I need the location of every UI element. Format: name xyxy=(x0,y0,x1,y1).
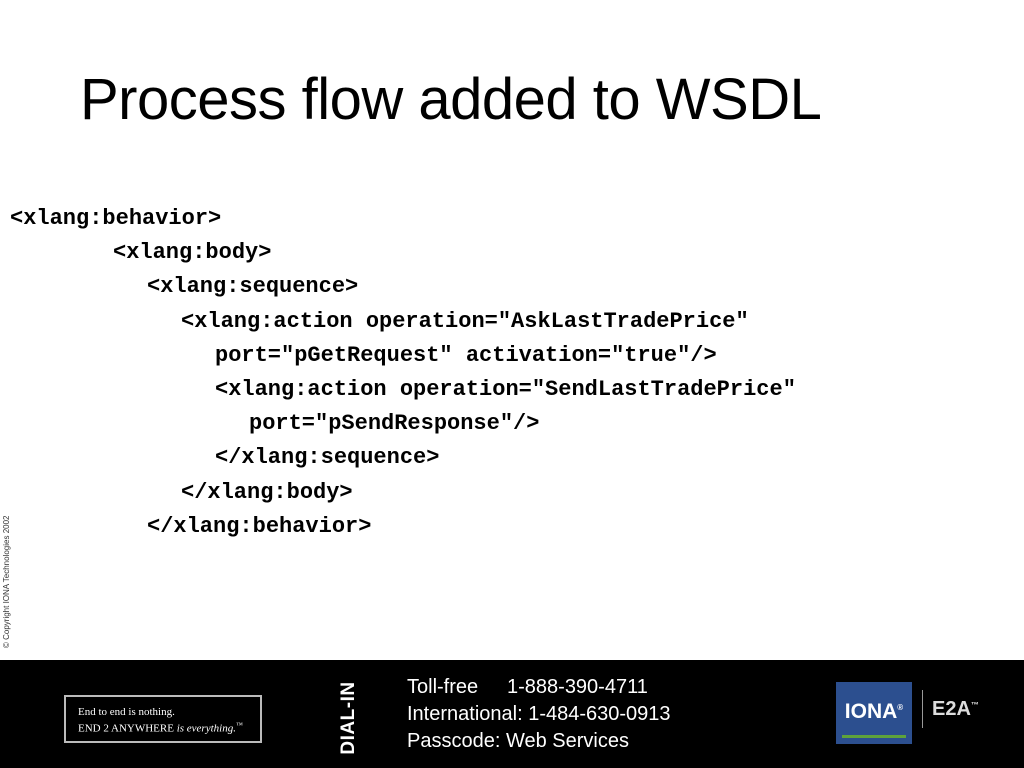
tagline-frame-top xyxy=(64,695,262,697)
tagline-line-2-emphasis: is everything. xyxy=(176,722,236,735)
code-line: <xlang:sequence> xyxy=(147,274,359,300)
e2a-logo-text: E2A xyxy=(932,698,971,720)
iona-registered-mark: ® xyxy=(897,703,904,712)
iona-logo: IONA® xyxy=(836,682,912,744)
tollfree-line: Toll-free 1-888-390-4711 xyxy=(407,674,671,701)
tagline-line-1: End to end is nothing. xyxy=(78,706,175,718)
international-line: International: 1-484-630-0913 xyxy=(407,703,671,725)
code-line: port="pSendResponse"/> xyxy=(249,411,540,437)
code-line: </xlang:body> xyxy=(181,479,353,505)
tagline-line-2: END 2 ANYWHERE is everything.™ xyxy=(78,719,243,736)
code-line: <xlang:action operation="SendLastTradePr… xyxy=(215,376,796,402)
tagline-text: End to end is nothing. END 2 ANYWHERE is… xyxy=(78,706,243,736)
dial-in-label: DIAL-IN xyxy=(338,681,359,755)
tagline-frame-left xyxy=(64,695,69,743)
tagline-frame-right xyxy=(260,695,262,743)
tagline-logo: End to end is nothing. END 2 ANYWHERE is… xyxy=(64,695,262,743)
iona-logo-word: IONA xyxy=(844,700,898,723)
logo-divider xyxy=(922,690,923,728)
iona-logo-text: IONA® xyxy=(836,700,912,724)
copyright-notice: © Copyright IONA Technologies 2002 xyxy=(2,515,11,649)
code-line: port="pGetRequest" activation="true"/> xyxy=(215,342,717,368)
code-line: </xlang:behavior> xyxy=(147,513,372,539)
code-line: </xlang:sequence> xyxy=(215,445,440,471)
e2a-trademark: ™ xyxy=(970,700,979,710)
e2a-logo: E2A™ xyxy=(932,698,979,721)
code-line: <xlang:action operation="AskLastTradePri… xyxy=(181,308,749,334)
tollfree-number: 1-888-390-4711 xyxy=(507,676,648,698)
slide-title: Process flow added to WSDL xyxy=(80,67,822,132)
iona-logo-stripe xyxy=(842,735,906,738)
code-line: <xlang:body> xyxy=(113,240,272,266)
contact-info: Toll-free 1-888-390-4711 International: 1… xyxy=(407,674,671,755)
tollfree-label: Toll-free xyxy=(407,676,479,698)
passcode-line: Passcode: Web Services xyxy=(407,730,629,752)
footer-bar: End to end is nothing. END 2 ANYWHERE is… xyxy=(0,660,1024,768)
tagline-frame-bottom xyxy=(64,741,262,743)
tagline-trademark: ™ xyxy=(235,721,243,729)
code-block: <xlang:behavior> <xlang:body> <xlang:seq… xyxy=(10,202,796,544)
tagline-line-2-prefix: END 2 ANYWHERE xyxy=(78,722,177,735)
code-line: <xlang:behavior> xyxy=(10,206,222,231)
